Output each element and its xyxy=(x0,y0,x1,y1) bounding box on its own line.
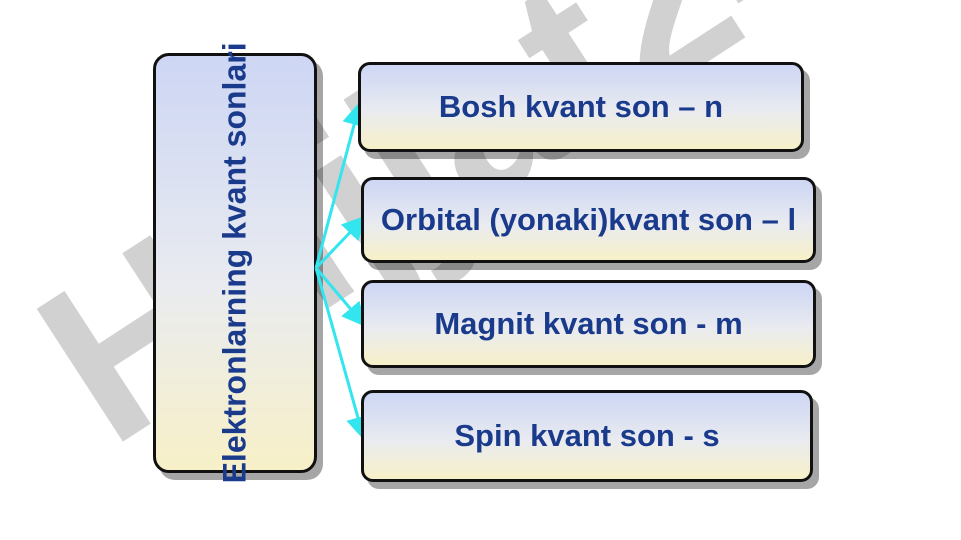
main-concept-box: Elektronlarning kvant sonlari xyxy=(153,42,317,483)
item-label-4: Spin kvant son - s xyxy=(454,417,720,453)
item-label-2: Orbital (yonaki)kvant son – l xyxy=(380,201,797,237)
item-box-4: Spin kvant son - s xyxy=(361,390,813,482)
arrow-to-item-3 xyxy=(314,267,366,327)
arrow-to-item-4 xyxy=(314,267,370,441)
item-box-2: Orbital (yonaki)kvant son – l xyxy=(361,177,816,263)
item-box-3: Magnit kvant son - m xyxy=(361,280,816,368)
arrow-to-item-1 xyxy=(314,101,366,269)
main-concept-title: Elektronlarning kvant sonlari xyxy=(216,42,253,484)
item-box-1: Bosh kvant son – n xyxy=(358,62,804,152)
arrow-to-item-2 xyxy=(314,215,367,270)
item-label-3: Magnit kvant son - m xyxy=(434,305,743,341)
item-label-1: Bosh kvant son – n xyxy=(438,88,724,124)
